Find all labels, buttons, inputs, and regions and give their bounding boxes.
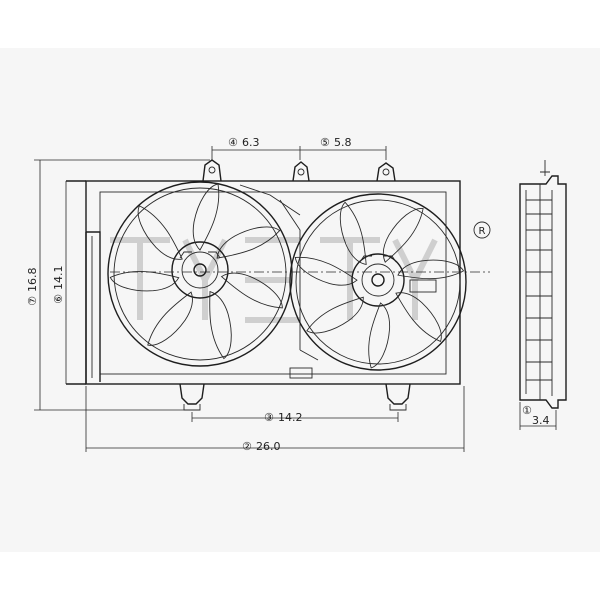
svg-text:④: ④ xyxy=(228,136,238,149)
svg-text:②: ② xyxy=(242,440,252,453)
svg-text:14.2: 14.2 xyxy=(278,411,303,424)
dimension-5-8: ⑤ 5.8 xyxy=(300,136,387,160)
svg-text:14.1: 14.1 xyxy=(52,266,65,291)
svg-text:26.0: 26.0 xyxy=(256,440,281,453)
dimension-6-3: ④ 6.3 xyxy=(211,136,301,160)
svg-text:③: ③ xyxy=(264,411,274,424)
svg-text:R: R xyxy=(479,226,486,237)
dimension-16-8: ⑦ 16.8 xyxy=(26,159,210,411)
dimension-14-1: ⑥ 14.1 xyxy=(52,181,67,384)
svg-text:⑦: ⑦ xyxy=(26,296,39,306)
svg-text:3.4: 3.4 xyxy=(532,414,550,427)
svg-text:①: ① xyxy=(522,404,532,417)
svg-text:5.8: 5.8 xyxy=(334,136,352,149)
right-fan xyxy=(289,193,467,371)
watermark-logo xyxy=(110,237,438,323)
side-view: ① 3.4 xyxy=(519,160,567,430)
svg-text:6.3: 6.3 xyxy=(242,136,260,149)
svg-text:16.8: 16.8 xyxy=(26,268,39,293)
dimension-14-2: ③ 14.2 xyxy=(191,411,399,424)
dimension-26-0: ② 26.0 xyxy=(85,386,465,453)
svg-text:⑤: ⑤ xyxy=(320,136,330,149)
registered-mark: R xyxy=(473,221,491,239)
svg-text:⑥: ⑥ xyxy=(52,294,65,304)
left-fan xyxy=(107,181,293,367)
